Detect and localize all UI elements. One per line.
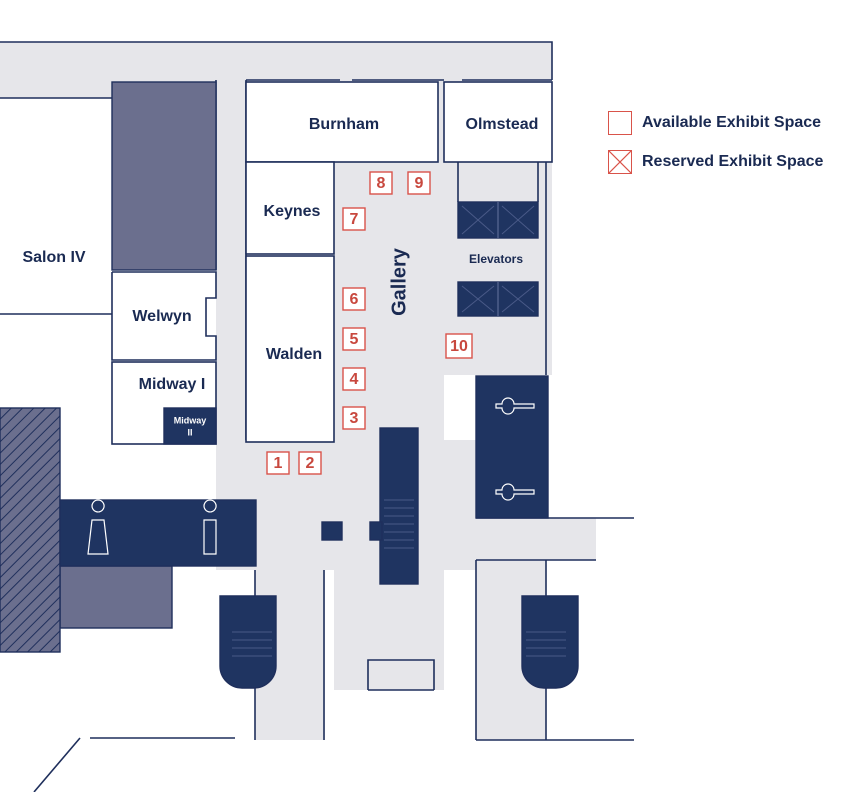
- booth-number: 2: [306, 455, 315, 472]
- gallery-label: Gallery: [388, 247, 410, 316]
- room-midway-ii[interactable]: Midway II: [163, 407, 217, 445]
- restroom-icon: [203, 499, 217, 555]
- booth-number: 1: [274, 455, 283, 472]
- booth-number: 7: [350, 211, 359, 228]
- room-label-burnham: Burnham: [309, 116, 379, 133]
- reserved-space-icon: [608, 150, 632, 174]
- legend-reserved: Reserved Exhibit Space: [608, 149, 823, 175]
- legend-reserved-label: Reserved Exhibit Space: [642, 153, 824, 170]
- room-label-keynes: Keynes: [264, 203, 321, 220]
- restrooms-right: [475, 375, 549, 519]
- staircase-right: [521, 595, 579, 689]
- hatched-restricted-area: [0, 407, 61, 653]
- booth-6[interactable]: 6: [342, 287, 366, 311]
- staircase-left: [219, 595, 277, 689]
- storage-block: [111, 81, 217, 271]
- room-label-walden: Walden: [266, 346, 322, 363]
- room-burnham[interactable]: Burnham: [245, 81, 439, 163]
- booth-number: 3: [350, 410, 359, 427]
- room-olmstead[interactable]: Olmstead: [443, 81, 553, 163]
- booth-4[interactable]: 4: [342, 367, 366, 391]
- room-label-welwyn: Welwyn: [132, 308, 191, 325]
- booth-number: 6: [350, 291, 359, 308]
- booth-9[interactable]: 9: [407, 171, 431, 195]
- booth-number: 9: [415, 175, 424, 192]
- elevators-label: Elevators: [469, 252, 523, 266]
- room-welwyn[interactable]: Welwyn: [111, 271, 217, 361]
- booth-number: 8: [377, 175, 386, 192]
- elevators: Elevators: [457, 162, 539, 317]
- corridor-floor: [0, 42, 596, 740]
- service-block: [59, 565, 173, 629]
- restroom-icon: [495, 483, 535, 501]
- staircase-gallery: [321, 427, 419, 585]
- room-label-olmstead: Olmstead: [466, 116, 539, 133]
- restroom-icon: [495, 397, 535, 415]
- booth-2[interactable]: 2: [298, 451, 322, 475]
- booth-7[interactable]: 7: [342, 207, 366, 231]
- restrooms-left: [59, 499, 257, 567]
- restroom-icon: [87, 499, 109, 555]
- room-label-midway-i: Midway I: [139, 376, 206, 393]
- booth-3[interactable]: 3: [342, 406, 366, 430]
- booth-8[interactable]: 8: [369, 171, 393, 195]
- booth-5[interactable]: 5: [342, 327, 366, 351]
- legend-available: Available Exhibit Space: [608, 110, 823, 136]
- booth-number: 10: [450, 338, 468, 355]
- room-keynes[interactable]: Keynes: [245, 161, 335, 255]
- room-label-midway-ii-line1: Midway: [174, 415, 207, 425]
- booth-number: 4: [350, 371, 359, 388]
- room-walden[interactable]: Walden: [245, 255, 335, 443]
- booth-number: 5: [350, 331, 359, 348]
- map-legend: Available Exhibit Space Reserved Exhibit…: [608, 110, 823, 188]
- legend-available-label: Available Exhibit Space: [642, 114, 822, 131]
- booth-1[interactable]: 1: [266, 451, 290, 475]
- room-label-salon-iv: Salon IV: [22, 249, 85, 266]
- room-label-midway-ii-line2: II: [187, 427, 192, 437]
- available-space-icon: [608, 111, 632, 135]
- booth-10[interactable]: 10: [445, 333, 473, 359]
